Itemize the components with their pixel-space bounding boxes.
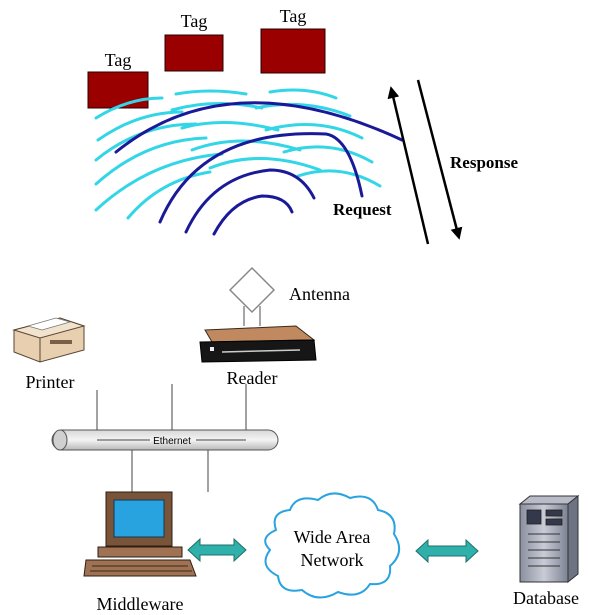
database-server: Database <box>513 494 580 608</box>
middleware-network-arrow <box>187 537 247 563</box>
ethernet-bus: Ethernet <box>51 429 279 451</box>
network-database-arrow <box>415 538 479 564</box>
antenna: Antenna <box>228 266 350 326</box>
tag-3: Tag <box>260 6 326 74</box>
response-label: Response <box>450 153 518 172</box>
database-label: Database <box>513 588 579 608</box>
network-label-line1: Wide Area <box>294 527 371 547</box>
network-label-line2: Network <box>301 550 364 570</box>
response-arrow: Response <box>416 79 518 240</box>
reader-device: Reader <box>199 325 317 388</box>
middleware-computer: Middleware <box>83 491 197 614</box>
reader-label: Reader <box>227 368 278 388</box>
request-label: Request <box>333 200 392 219</box>
tag-2-label: Tag <box>181 11 208 31</box>
antenna-label: Antenna <box>289 284 350 304</box>
ethernet-label: Ethernet <box>153 436 191 447</box>
tag-1-label: Tag <box>105 50 132 70</box>
printer-device: Printer <box>12 317 86 392</box>
request-arrow: Request <box>333 86 430 245</box>
middleware-label: Middleware <box>97 594 184 614</box>
printer-label: Printer <box>26 372 75 392</box>
rf-waves-dark <box>114 101 404 236</box>
rf-waves-light <box>94 88 382 220</box>
wide-area-network-cloud: Wide Area Network <box>264 492 401 599</box>
tag-3-label: Tag <box>280 6 307 26</box>
tag-2: Tag <box>164 11 224 72</box>
tag-1: Tag <box>87 50 149 109</box>
